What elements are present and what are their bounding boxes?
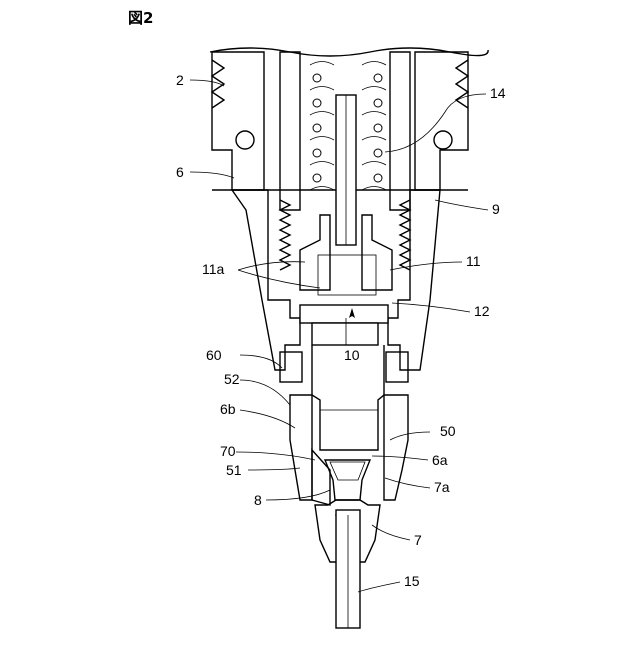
collet-11-body — [318, 255, 376, 295]
label-11a: 11a — [202, 261, 225, 277]
label-6b: 6b — [220, 401, 236, 417]
body-6-right — [388, 190, 440, 370]
nut-60-right — [386, 352, 408, 382]
sleeve-right — [390, 52, 410, 210]
label-11: 11 — [466, 253, 481, 269]
nut-60 — [280, 352, 302, 382]
label-15: 15 — [404, 573, 420, 589]
label-6a: 6a — [432, 452, 448, 468]
label-12: 12 — [474, 303, 490, 319]
thread-right — [456, 60, 468, 108]
sleeve-50-left — [290, 395, 312, 500]
o-ring-left — [236, 131, 254, 149]
housing-2-right — [415, 52, 468, 190]
label-10: 10 — [344, 347, 360, 363]
part-8-hatch — [330, 462, 365, 480]
plate-12 — [300, 305, 388, 323]
plate-10 — [312, 323, 378, 345]
label-60: 60 — [206, 347, 222, 363]
label-52: 52 — [224, 371, 240, 387]
label-14: 14 — [490, 85, 506, 101]
label-7: 7 — [414, 532, 422, 548]
sleeve-left — [280, 52, 300, 210]
housing-2-left — [212, 52, 264, 190]
body-6 — [232, 190, 300, 370]
label-70: 70 — [220, 443, 236, 459]
label-8: 8 — [254, 492, 262, 508]
label-50: 50 — [440, 423, 456, 439]
sleeve-50-right — [384, 395, 408, 500]
part-70 — [312, 450, 330, 505]
label-9: 9 — [492, 201, 500, 217]
label-2: 2 — [176, 72, 184, 88]
thread-left — [212, 60, 224, 108]
label-51: 51 — [226, 462, 242, 478]
label-6: 6 — [176, 164, 184, 180]
figure-title: 図2 — [128, 7, 153, 28]
o-ring-right — [434, 131, 452, 149]
label-7a: 7a — [434, 479, 450, 495]
